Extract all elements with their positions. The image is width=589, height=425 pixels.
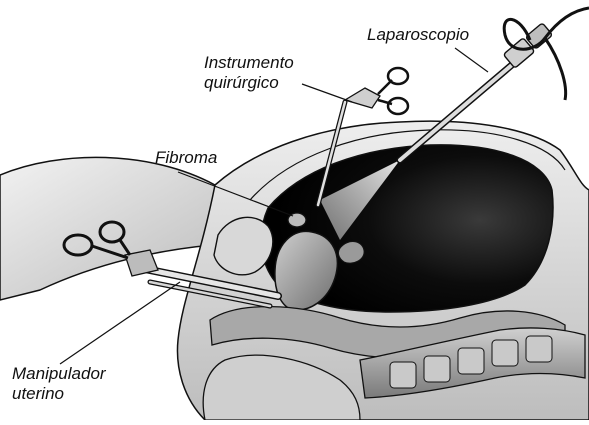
leader-instrument bbox=[302, 84, 352, 102]
leader-laparoscope bbox=[455, 48, 488, 72]
label-surgical-instrument: Instrumento quirúrgico bbox=[204, 53, 294, 93]
label-uterine-manipulator: Manipulador uterino bbox=[12, 364, 106, 404]
label-instrument-line2: quirúrgico bbox=[204, 73, 294, 93]
leader-manipulator bbox=[60, 282, 180, 364]
label-manipulator-line2: uterino bbox=[12, 384, 106, 404]
label-fibroid: Fibroma bbox=[155, 148, 217, 168]
label-fibroid-text: Fibroma bbox=[155, 148, 217, 167]
label-instrument-line1: Instrumento bbox=[204, 53, 294, 73]
label-laparoscope: Laparoscopio bbox=[367, 25, 469, 45]
label-manipulator-line1: Manipulador bbox=[12, 364, 106, 384]
label-laparoscope-text: Laparoscopio bbox=[367, 25, 469, 44]
